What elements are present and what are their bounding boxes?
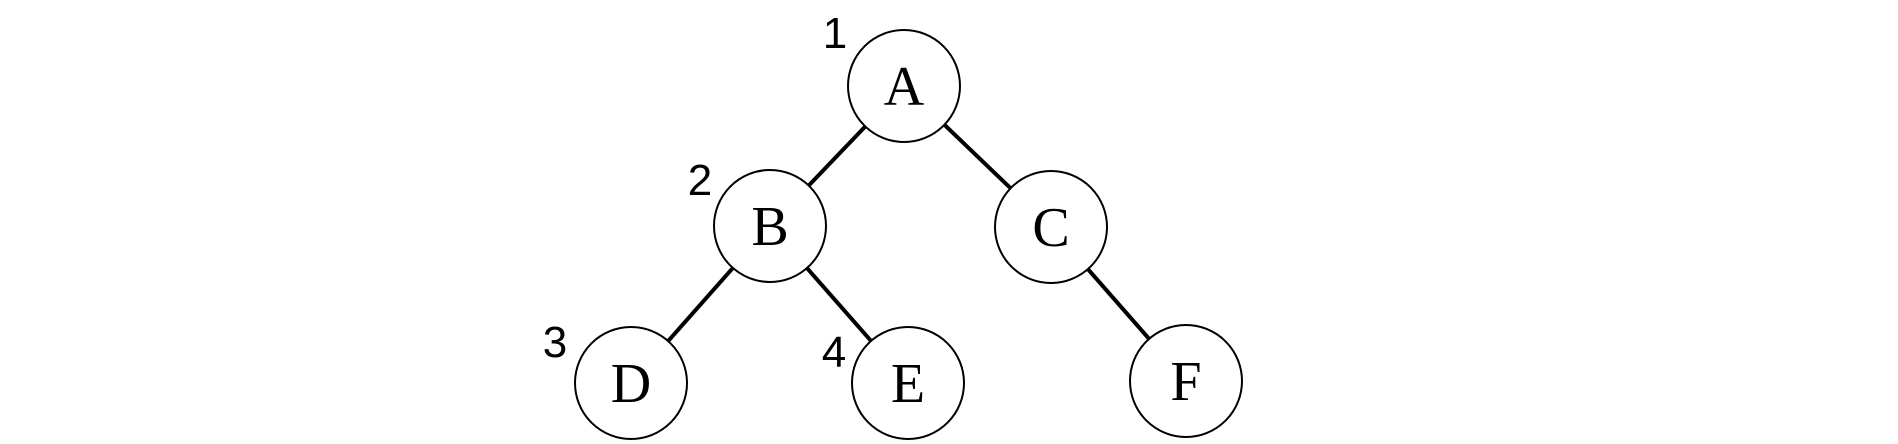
node-E-circle bbox=[851, 326, 965, 440]
node-F-label: F bbox=[1170, 351, 1201, 413]
node-F-circle bbox=[1129, 324, 1243, 438]
order-label-3: 3 bbox=[543, 318, 567, 367]
node-C-label: C bbox=[1032, 197, 1069, 259]
node-C-circle bbox=[994, 170, 1108, 284]
node-B-circle bbox=[713, 169, 827, 283]
order-label-4: 4 bbox=[822, 328, 846, 377]
node-E-label: E bbox=[891, 353, 925, 415]
node-A-circle bbox=[847, 29, 961, 143]
node-D-label: D bbox=[611, 353, 651, 415]
node-B-label: B bbox=[751, 196, 788, 258]
order-label-1: 1 bbox=[823, 9, 847, 58]
order-label-2: 2 bbox=[688, 156, 712, 205]
node-D-circle bbox=[574, 326, 688, 440]
node-A-label: A bbox=[884, 56, 925, 118]
